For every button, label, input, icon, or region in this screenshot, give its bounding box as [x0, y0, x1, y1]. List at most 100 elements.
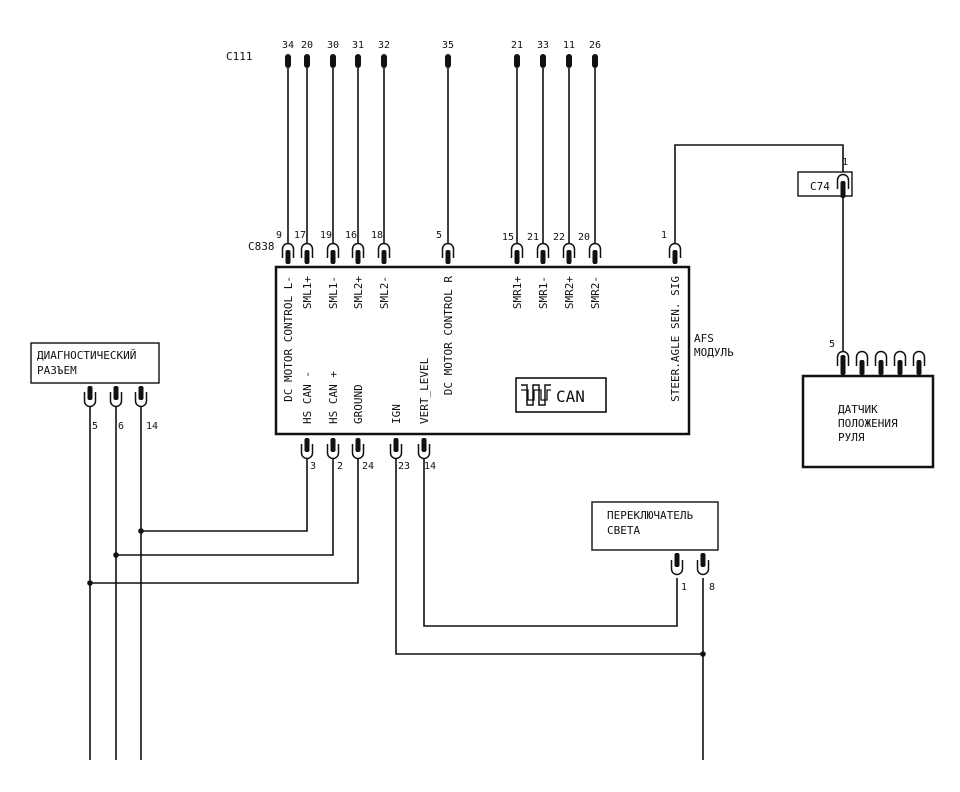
diagnostic-pin-number: 14 — [146, 421, 158, 432]
steering-sensor-label-line3: РУЛЯ — [838, 431, 865, 444]
c838-connector-label: C838 — [248, 240, 275, 253]
steering-sensor-sockets — [836, 350, 926, 375]
module-bottom-pin-label: VERT_LEVEL — [418, 357, 431, 424]
socket — [281, 242, 295, 258]
c111-pin-head — [381, 54, 387, 68]
module-bottom-pin-number: 24 — [362, 461, 374, 472]
module-name-line2: МОДУЛЬ — [694, 346, 734, 359]
socket — [696, 560, 710, 576]
socket — [134, 392, 148, 408]
c111-pin-number: 11 — [563, 40, 575, 51]
c111-pin-head — [304, 54, 310, 68]
c111-connector-label: C111 — [226, 50, 253, 63]
module-top-pin-number: 20 — [578, 232, 590, 243]
socket — [836, 173, 850, 189]
can-logo: CAN — [515, 377, 607, 413]
socket — [351, 444, 365, 460]
socket — [326, 444, 340, 460]
socket — [874, 350, 888, 366]
c111-to-c838-wires — [287, 68, 596, 244]
module-top-pin-number: 16 — [345, 230, 357, 241]
steering-sensor-pin-number: 5 — [829, 339, 835, 350]
socket — [377, 242, 391, 258]
module-bottom-pin-number: 23 — [398, 461, 410, 472]
socket — [417, 444, 431, 460]
c111-pin-number: 34 — [282, 40, 294, 51]
c111-pin-number: 21 — [511, 40, 523, 51]
can-waveform-icon — [521, 384, 551, 406]
module-bottom-pin-label: GROUND — [352, 384, 365, 424]
steering-sensor-label-line1: ДАТЧИК — [838, 403, 878, 416]
module-top-pin-number: 9 — [276, 230, 282, 241]
c111-pin-number: 30 — [327, 40, 339, 51]
module-top-pin-label: SML1+ — [301, 276, 314, 309]
diagnostic-connector-label-line1: ДИАГНОСТИЧЕСКИЙ — [37, 349, 136, 362]
module-bottom-pin-labels: HS CAN - HS CAN + GROUND IGN VERT_LEVEL — [301, 357, 431, 424]
can-logo-text: CAN — [556, 387, 585, 406]
c111-pin-number: 32 — [378, 40, 390, 51]
diagnostic-connector-sockets — [83, 386, 148, 408]
module-top-pin-label: SML2+ — [352, 276, 365, 309]
light-switch-label-line1: ПЕРЕКЛЮЧАТЕЛЬ — [607, 509, 693, 522]
light-switch-sockets — [670, 553, 710, 576]
c111-pin-number: 20 — [301, 40, 313, 51]
socket — [326, 242, 340, 258]
module-top-pin-label: SML2- — [378, 276, 391, 309]
module-top-pin-labels: DC MOTOR CONTROL L- SML1+ SML1- SML2+ SM… — [282, 276, 682, 402]
socket — [300, 242, 314, 258]
module-top-pin-number: 19 — [320, 230, 332, 241]
socket — [836, 350, 850, 366]
c111-pin-number: 31 — [352, 40, 364, 51]
c111-pin-head — [566, 54, 572, 68]
bottom-wires — [89, 407, 704, 760]
steer-signal-wire — [674, 144, 844, 244]
c111-pin-head — [330, 54, 336, 68]
module-top-pin-label: SMR1- — [537, 276, 550, 309]
c111-pin-head — [445, 54, 451, 68]
socket — [562, 242, 576, 258]
diagnostic-connector-pin-numbers: 5 6 14 — [92, 421, 158, 432]
module-bottom-pin-number: 3 — [310, 461, 316, 472]
socket — [670, 560, 684, 576]
module-top-pin-label: DC MOTOR CONTROL R — [442, 276, 455, 396]
module-top-pin-label: SMR1+ — [511, 276, 524, 309]
c838-bottom-sockets — [300, 438, 431, 460]
module-bottom-pin-number: 14 — [424, 461, 436, 472]
module-top-pin-label: STEER.AGLE SEN. SIG — [669, 276, 682, 402]
module-top-pin-number: 5 — [436, 230, 442, 241]
junction-node — [138, 528, 144, 534]
c111-pin-head — [514, 54, 520, 68]
socket — [109, 392, 123, 408]
c111-pin-head — [592, 54, 598, 68]
c838-top-pin-numbers: 9 17 19 16 18 5 15 21 22 20 1 — [276, 230, 667, 243]
module-top-pin-label: SMR2+ — [563, 276, 576, 309]
module-top-pin-label: SMR2- — [589, 276, 602, 309]
module-top-pin-number: 15 — [502, 232, 514, 243]
light-switch-pin-number: 1 — [681, 582, 687, 593]
junction-node — [700, 651, 706, 657]
module-bottom-pin-numbers: 3 2 24 23 14 — [310, 461, 436, 472]
module-top-pin-label: SML1- — [327, 276, 340, 309]
socket — [351, 242, 365, 258]
diagnostic-connector-box — [30, 342, 160, 384]
socket — [588, 242, 602, 258]
c838-top-sockets — [281, 242, 682, 264]
diagnostic-connector-label-line2: РАЗЪЕМ — [37, 364, 77, 377]
junction-node — [87, 580, 93, 586]
light-switch-box — [591, 501, 719, 551]
c111-pin-number: 35 — [442, 40, 454, 51]
socket — [893, 350, 907, 366]
diagnostic-pin-number: 6 — [118, 421, 124, 432]
socket — [83, 392, 97, 408]
socket — [510, 242, 524, 258]
c111-pin-head — [285, 54, 291, 68]
c74-pin — [840, 181, 846, 198]
module-bottom-pin-label: HS CAN - — [301, 371, 314, 424]
module-top-pin-number: 21 — [527, 232, 539, 243]
c111-pin-number: 26 — [589, 40, 601, 51]
c111-pin-head — [355, 54, 361, 68]
c74-connector-label: C74 — [810, 180, 830, 193]
module-top-pin-number: 17 — [294, 230, 306, 241]
c111-pin-labels: 34 20 30 31 32 35 21 33 11 26 — [282, 40, 601, 51]
diagnostic-pin-number: 5 — [92, 421, 98, 432]
